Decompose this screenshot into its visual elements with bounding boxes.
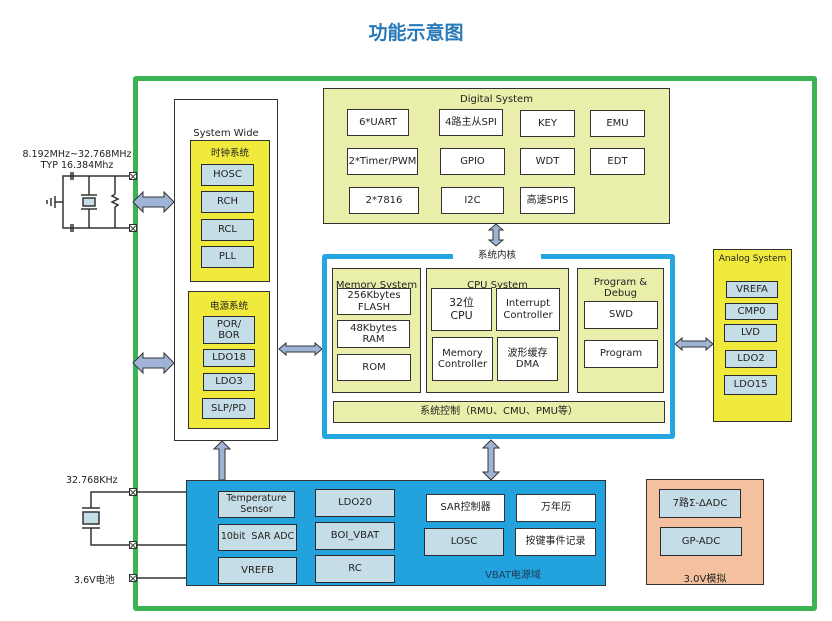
power-item: SLP/PD [202, 398, 255, 419]
analog-item: VREFA [726, 281, 778, 298]
power-item: LDO3 [203, 373, 255, 391]
battery-label: 3.6V电池 [74, 575, 115, 586]
cpu-system-label: CPU System [467, 280, 528, 291]
analog-item: LDO15 [724, 375, 777, 395]
digital-item: 6*UART [347, 109, 409, 136]
pin-hosc-in [129, 172, 137, 180]
analog-item: CMP0 [725, 303, 778, 320]
memory-system-label: Memory System [335, 280, 418, 291]
power-system-label: 电源系统 [209, 301, 248, 312]
vbat-item: LOSC [424, 528, 504, 556]
clock-item: RCL [201, 219, 254, 241]
digital-item: 2*7816 [349, 187, 419, 214]
system-core-label: 系统内核 [453, 247, 541, 261]
pin-losc-out [129, 541, 137, 549]
vbat-domain-label: VBAT电源域 [485, 570, 541, 581]
chip-boundary [133, 76, 817, 611]
memory-item: 256Kbytes FLASH [337, 288, 411, 315]
cpu-item: Memory Controller [432, 337, 493, 381]
analog-3v-label: 3.0V模拟 [683, 574, 727, 585]
vbat-item: VREFB [218, 557, 297, 584]
vbat-item: Temperature Sensor [218, 491, 295, 518]
clock-item: HOSC [201, 164, 254, 186]
hosc-freq-range: 8.192MHz~32.768MHz [22, 149, 132, 160]
clock-item: PLL [201, 246, 254, 268]
vbat-item: RC [315, 555, 395, 583]
cpu-item: 波形缓存 DMA [497, 337, 558, 381]
clock-item: RCH [201, 191, 254, 213]
power-item: POR/ BOR [203, 316, 255, 344]
analog-system-label: Analog System [718, 254, 787, 264]
analog-item: LDO2 [725, 350, 777, 368]
debug-item: SWD [584, 301, 658, 329]
digital-item: GPIO [440, 148, 505, 175]
cpu-item: 32位 CPU [431, 288, 492, 331]
clock-system-label: 时钟系统 [210, 148, 249, 159]
vbat-item: 10bit SAR ADC [218, 524, 297, 551]
digital-item: EMU [590, 110, 645, 137]
vbat-item: BOI_VBAT [315, 522, 395, 550]
vbat-item: 万年历 [516, 494, 596, 522]
pin-vbat [129, 574, 137, 582]
analog-3v-item: GP-ADC [660, 527, 742, 556]
digital-item: WDT [520, 148, 575, 175]
digital-item: EDT [590, 148, 645, 175]
digital-item: KEY [520, 110, 575, 137]
memory-item: 48Kbytes RAM [337, 320, 410, 348]
digital-item: I2C [441, 187, 504, 214]
hosc-typ: TYP 16.384Mhz [40, 160, 114, 171]
debug-system-block [577, 268, 664, 393]
system-control-bar: 系统控制（RMU、CMU、PMU等） [333, 401, 665, 423]
losc-freq: 32.768KHz [66, 475, 118, 486]
system-wide-label: System Wide [193, 128, 259, 139]
digital-item: 4路主从SPI [439, 109, 503, 136]
pin-hosc-out [129, 224, 137, 232]
digital-item: 高速SPIS [520, 187, 575, 214]
power-item: LDO18 [203, 349, 255, 367]
digital-item: 2*Timer/PWM [347, 148, 418, 175]
debug-system-label: Program & Debug [593, 277, 648, 299]
vbat-item: 按键事件记录 [515, 528, 596, 556]
page-title: 功能示意图 [368, 22, 464, 44]
memory-item: ROM [337, 354, 411, 381]
digital-system-label: Digital System [460, 94, 533, 105]
cpu-item: Interrupt Controller [496, 288, 560, 331]
analog-3v-item: 7路Σ-ΔADC [659, 489, 741, 518]
vbat-item: SAR控制器 [426, 494, 505, 522]
debug-item: Program [584, 340, 658, 368]
analog-item: LVD [724, 324, 777, 342]
vbat-item: LDO20 [315, 489, 395, 517]
pin-losc-in [129, 488, 137, 496]
